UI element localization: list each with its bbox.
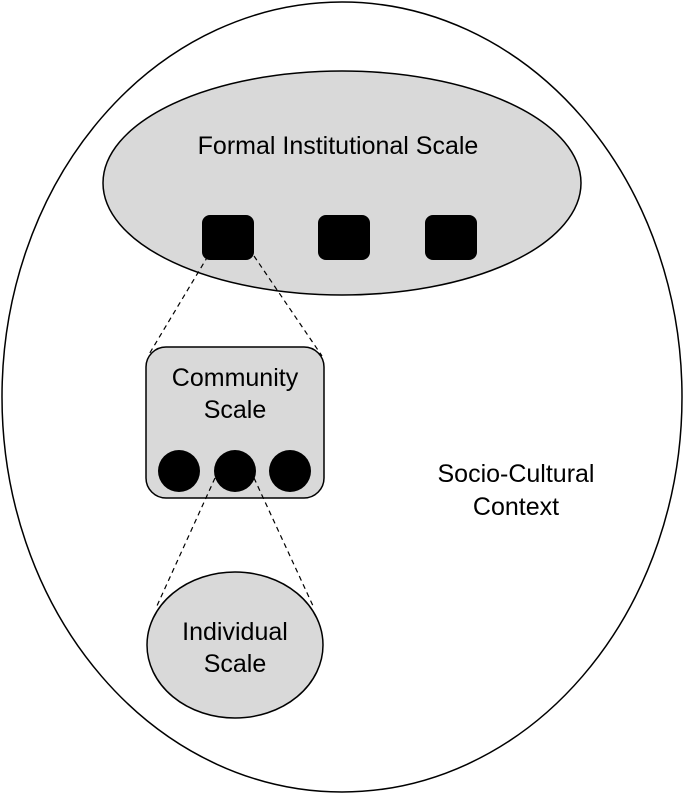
socio-cultural-context-label-line2: Context [473,493,559,521]
socio-cultural-context-label-line1: Socio-Cultural [437,460,594,488]
zoom-line-formal-right [253,255,323,357]
formal-institutional-scale-ellipse [102,70,582,296]
formal-node-3 [425,215,477,260]
community-node-3 [269,450,311,492]
zoom-line-community-left [155,477,216,609]
individual-scale-label-line2: Scale [204,650,267,678]
formal-node-2 [318,215,370,260]
formal-institutional-scale-label: Formal Institutional Scale [198,132,479,160]
individual-scale-ellipse [146,571,324,719]
formal-node-1 [202,215,254,260]
community-scale-label-line2: Scale [204,396,267,424]
community-node-1 [158,450,200,492]
zoom-line-formal-left [147,255,209,357]
community-node-2 [214,450,256,492]
zoom-line-community-right [253,477,315,609]
community-scale-label-line1: Community [172,364,299,392]
individual-scale-label-line1: Individual [182,618,288,646]
